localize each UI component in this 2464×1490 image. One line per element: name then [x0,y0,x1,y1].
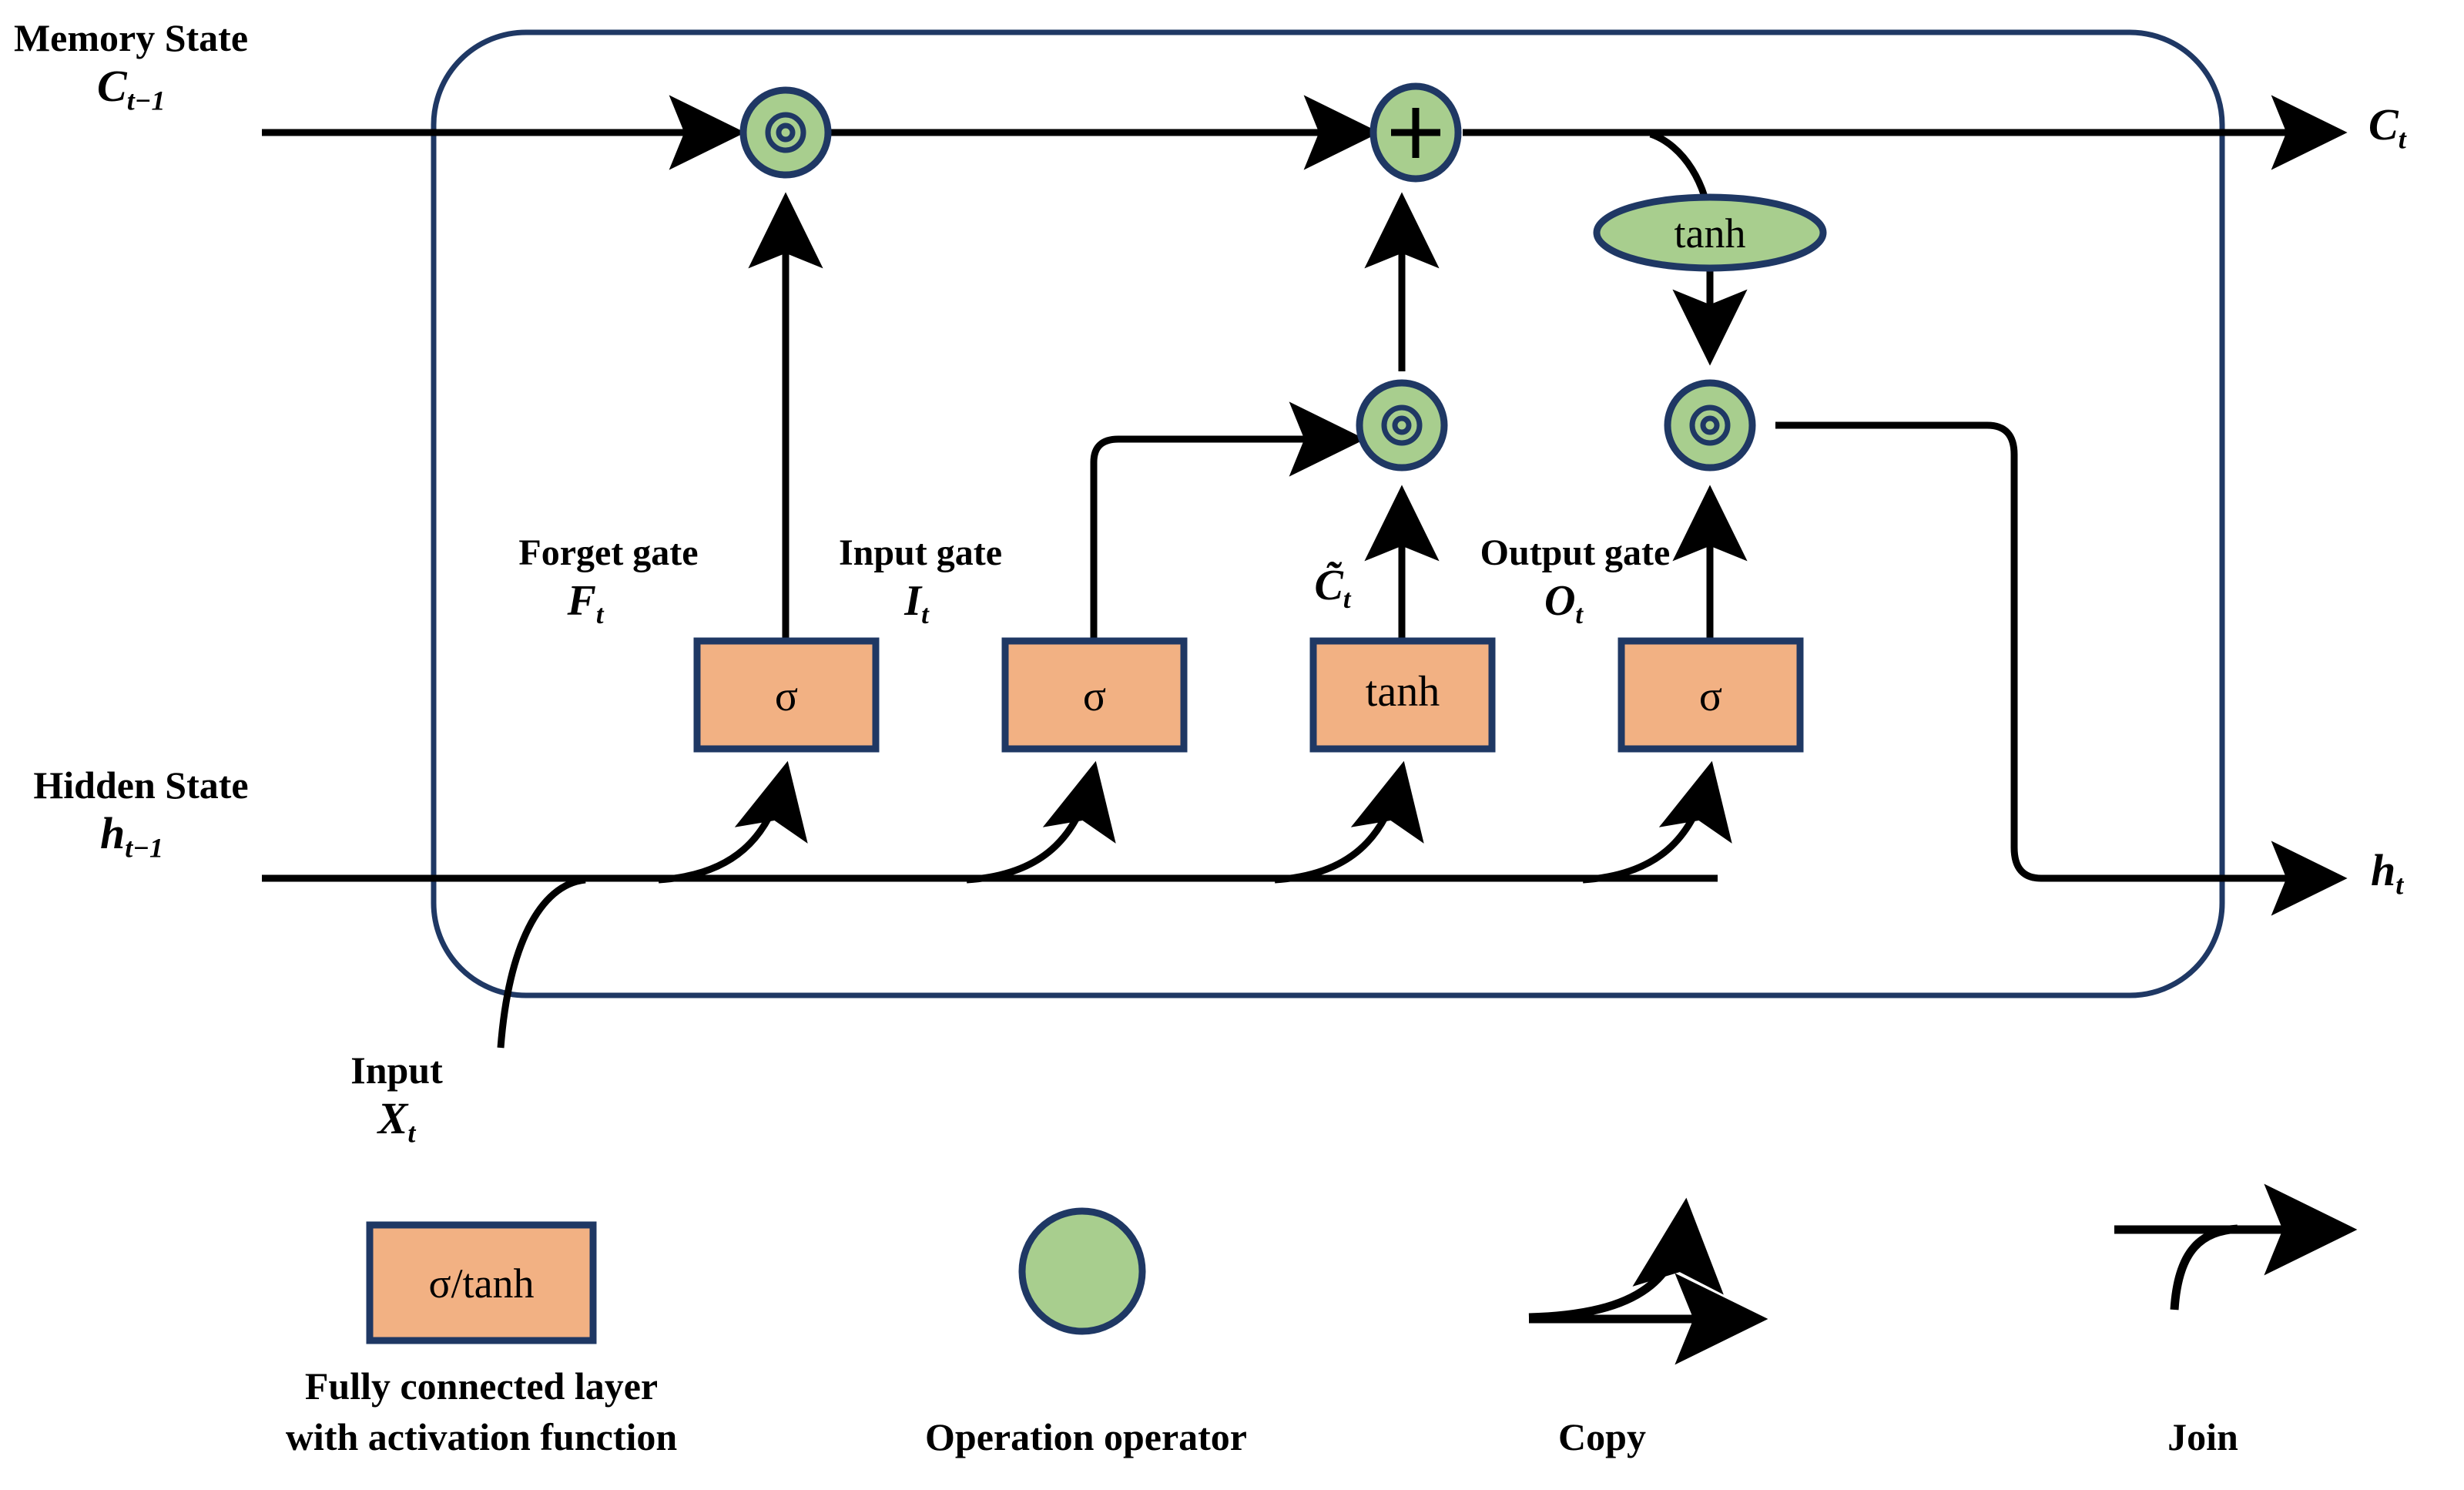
legend-caption-fully-connected-2: with activation function [285,1415,678,1458]
input-symbol: Xt [377,1093,416,1149]
lstm-cell-boundary [431,29,2225,998]
output-gate-symbol: Ot [1544,577,1584,630]
legend-operator-ellipse [1018,1207,1146,1335]
input-label: Input [350,1049,443,1092]
gate-input-branches [658,760,1732,884]
candidate-symbol: C̃t [1314,562,1351,615]
legend-copy-icon [1528,1197,1768,1365]
operator-cell-add[interactable] [1369,82,1462,183]
layer-box-candidate[interactable] [1309,637,1496,753]
hidden-state-output-symbol: ht [2371,845,2404,901]
input-gate-label: Input gate [838,532,1003,573]
legend-join-icon [2114,1183,2358,1310]
forget-gate-symbol: Ft [567,577,604,630]
legend-caption-fully-connected-1: Fully connected layer [304,1364,659,1408]
memory-state-output-symbol: Ct [2368,99,2406,155]
legend-caption-join: Join [2167,1415,2238,1458]
cell-tanh-label: tanh [1674,210,1746,257]
legend-layer-box-label: σ/tanh [428,1260,535,1307]
output-gate-label: Output gate [1480,532,1671,573]
operator-input-multiply[interactable] [1356,379,1448,471]
hidden-state-symbol: ht−1 [100,808,164,864]
operator-forget-multiply[interactable] [739,86,832,179]
hidden-state-label: Hidden State [33,763,249,807]
input-gate-to-multiply-wire [1090,401,1366,641]
input-gate-symbol: It [904,577,929,630]
memory-state-symbol: Ct−1 [97,61,166,116]
layer-box-output[interactable] [1618,637,1804,753]
cell-tanh-ellipse[interactable] [1593,193,1827,272]
forget-gate-label: Forget gate [518,532,699,573]
legend-caption-copy: Copy [1558,1415,1646,1458]
layer-box-forget[interactable] [693,637,880,753]
output-gate-activation: σ [1698,673,1723,720]
memory-state-label: Memory State [13,16,249,59]
input-xt-wire [497,876,586,1049]
legend-caption-operation-operator: Operation operator [925,1415,1247,1458]
legend-layer-box [366,1221,597,1344]
layer-box-input[interactable] [1001,637,1188,753]
candidate-activation: tanh [1365,668,1440,716]
operator-output-multiply[interactable] [1664,379,1756,471]
forget-gate-activation: σ [774,673,799,720]
hidden-state-output-wire [1775,421,2348,916]
input-gate-activation: σ [1082,673,1107,720]
